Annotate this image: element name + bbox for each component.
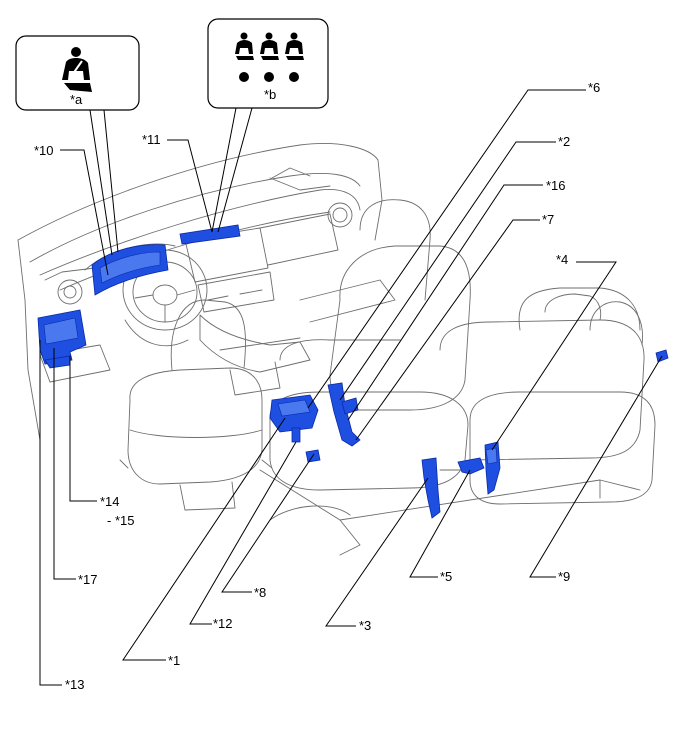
front-seat-buckle-part <box>327 382 361 447</box>
callout-4: *4 <box>556 252 568 267</box>
callout-8: *8 <box>254 585 266 600</box>
callout-14: *14 <box>100 494 120 509</box>
passenger-seatbelt-indicators-icon <box>235 32 304 82</box>
callout-13: *13 <box>65 677 85 692</box>
bubble-b: *b <box>207 18 329 109</box>
rear-seat-buckle-right-part <box>457 457 485 475</box>
bubble-a: *a <box>15 35 140 111</box>
callout-3: *3 <box>359 618 371 633</box>
bubble-pointers <box>89 107 253 256</box>
callout-11: *11 <box>142 132 161 147</box>
callout-2: *2 <box>558 134 570 149</box>
callout-labels: *6 *2 *16 *7 *4 *10 *11 *14 - *15 *17 *5… <box>34 80 600 692</box>
callout-9: *9 <box>558 569 570 584</box>
callout-7: *7 <box>542 212 554 227</box>
center-panel-indicator-part <box>179 224 241 245</box>
seatbelt-warning-icon <box>62 47 92 92</box>
callout-16: *16 <box>546 178 566 193</box>
callout-12: *12 <box>213 616 233 631</box>
bubble-a-label: *a <box>70 92 83 107</box>
callout-17: *17 <box>78 572 98 587</box>
callout-6: *6 <box>588 80 600 95</box>
leader-lines <box>39 89 663 686</box>
rear-seat-buckle-left-part <box>421 457 441 519</box>
callout-1: *1 <box>168 653 180 668</box>
callout-5: *5 <box>440 569 452 584</box>
highlighted-parts <box>37 224 669 519</box>
callout-15: - *15 <box>107 513 134 528</box>
callout-10: *10 <box>34 143 54 158</box>
bubble-b-label: *b <box>264 87 276 102</box>
